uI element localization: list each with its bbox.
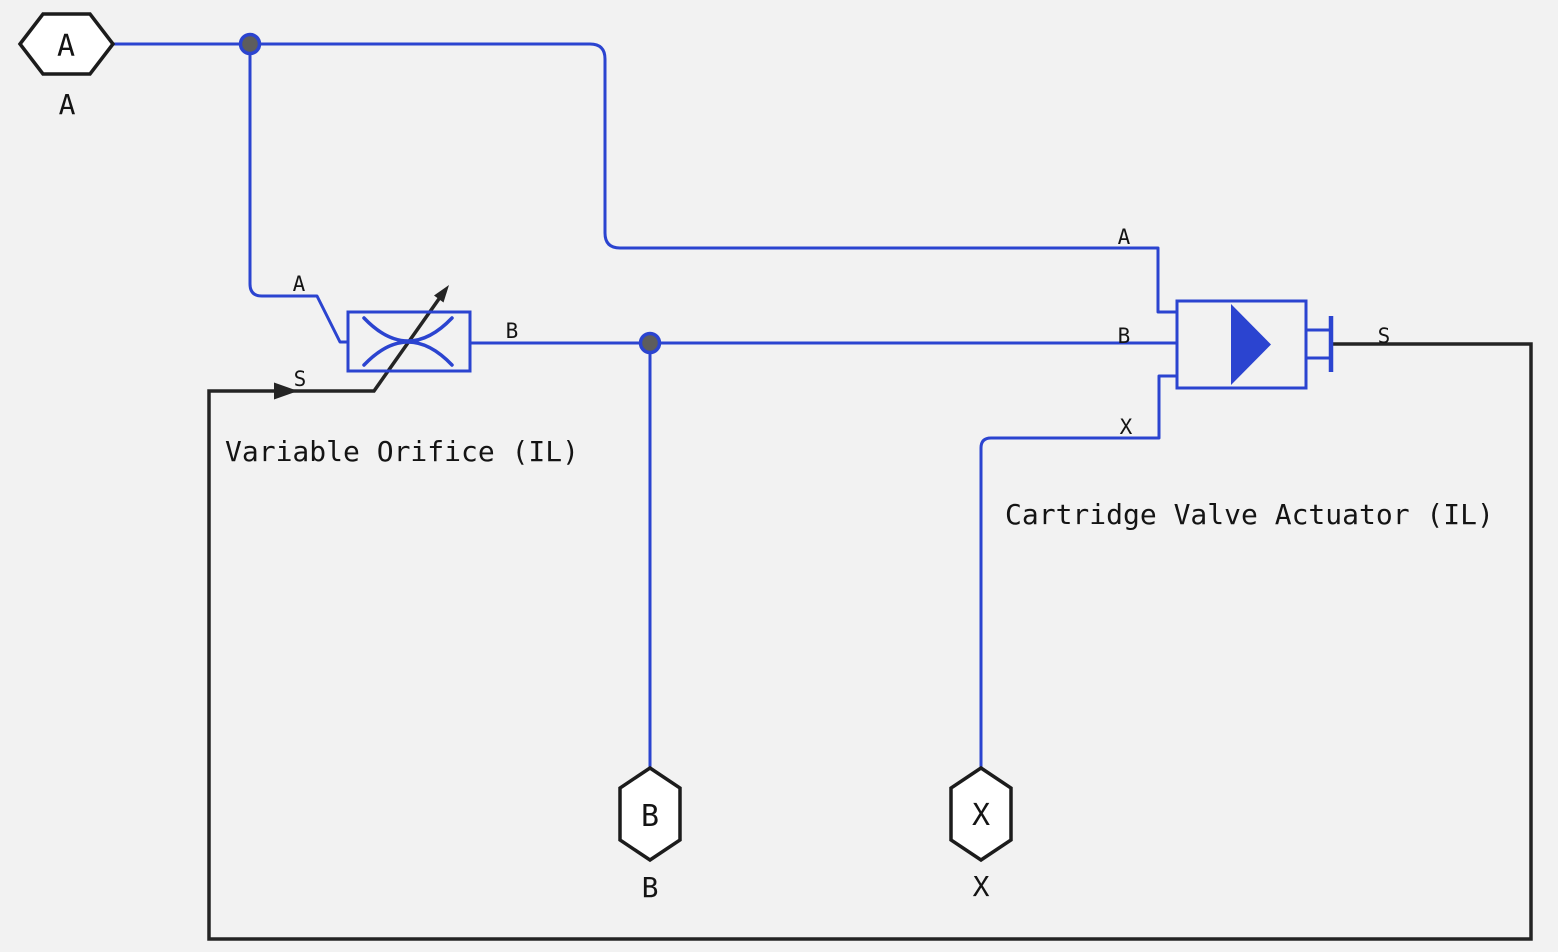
orifice-port-b-label: B bbox=[506, 319, 519, 343]
valve-port-s-label: S bbox=[1378, 324, 1391, 348]
orifice-port-a-label: A bbox=[293, 272, 306, 296]
port-x-symbol: X bbox=[972, 798, 990, 833]
port-b-symbol: B bbox=[641, 799, 659, 834]
signal-s-line[interactable] bbox=[207, 294, 1533, 941]
connection-a-to-orifice-line[interactable] bbox=[248, 44, 348, 344]
orifice-top-arc-icon bbox=[362, 316, 454, 343]
port-x-caption: X bbox=[973, 870, 990, 903]
connection-x-line[interactable] bbox=[979, 374, 1177, 768]
cartridge-valve-actuator-block[interactable] bbox=[1175, 299, 1334, 390]
port-x-hexagon[interactable] bbox=[949, 765, 1013, 863]
orifice-title: Variable Orifice (IL) bbox=[225, 435, 579, 468]
junction-dot-a[interactable] bbox=[238, 32, 262, 56]
valve-s-terminal-stubs bbox=[1306, 328, 1331, 360]
junction-dot-b[interactable] bbox=[638, 331, 662, 355]
port-a[interactable]: A bbox=[17, 12, 116, 76]
orifice-port-s-label: S bbox=[294, 367, 307, 391]
valve-body[interactable] bbox=[1175, 299, 1308, 390]
orifice-body[interactable] bbox=[346, 310, 472, 373]
valve-title: Cartridge Valve Actuator (IL) bbox=[1005, 498, 1494, 531]
control-arrow-tip-icon bbox=[434, 285, 449, 303]
orifice-bottom-arc-icon bbox=[362, 340, 454, 367]
port-a-symbol: A bbox=[57, 29, 75, 64]
valve-port-a-label: A bbox=[1118, 225, 1131, 249]
port-b-hexagon[interactable] bbox=[618, 765, 682, 863]
port-b-caption: B bbox=[642, 871, 659, 904]
connection-a-to-valve-line[interactable] bbox=[113, 42, 1177, 314]
port-a-caption: A bbox=[59, 88, 76, 121]
port-b[interactable]: B bbox=[618, 765, 682, 863]
variable-orifice-block[interactable] bbox=[346, 310, 472, 373]
signal-arrowhead-icon bbox=[274, 382, 298, 400]
valve-port-x-label: X bbox=[1120, 415, 1133, 439]
valve-triangle-icon bbox=[1231, 304, 1271, 385]
port-x[interactable]: X bbox=[949, 765, 1013, 863]
port-a-hexagon[interactable] bbox=[17, 12, 116, 76]
valve-port-b-label: B bbox=[1118, 324, 1131, 348]
